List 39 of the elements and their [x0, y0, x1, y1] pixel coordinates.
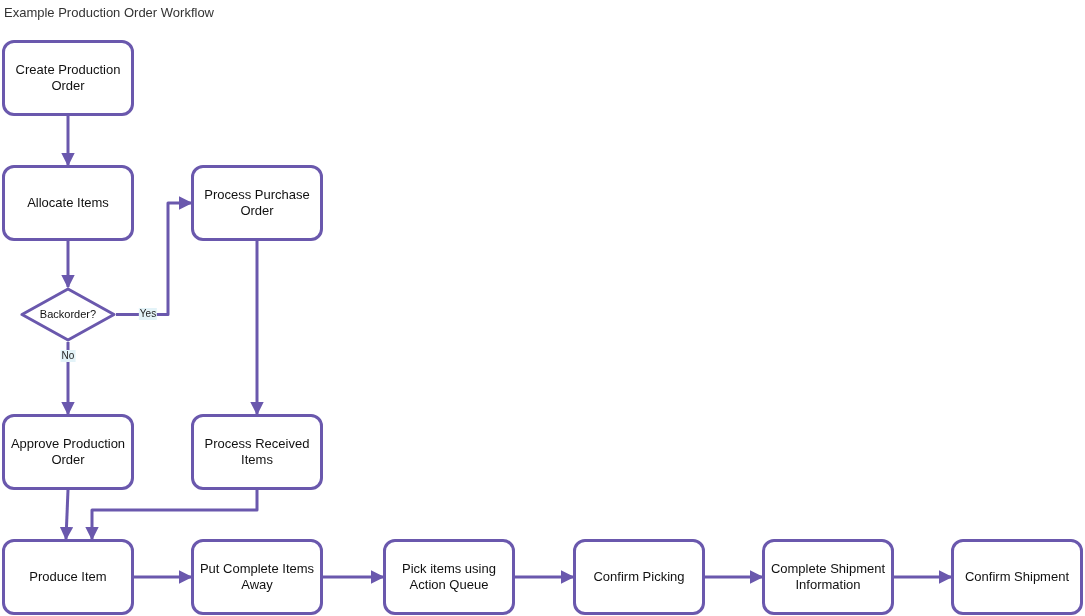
arrow	[515, 570, 575, 584]
node-label: Process Received Items	[203, 436, 311, 468]
arrow	[61, 116, 75, 167]
node-label: Complete Shipment Information	[769, 561, 887, 593]
node-label: Confirm Shipment	[964, 569, 1069, 585]
node-label: Allocate Items	[27, 195, 109, 211]
arrow	[59, 489, 74, 541]
process-box	[2, 165, 134, 241]
node-label: Produce Item	[29, 569, 107, 585]
edge-label: Yes	[138, 308, 158, 320]
arrow	[250, 241, 264, 416]
node-label: Create Production Order	[14, 62, 122, 94]
decision-diamond	[20, 287, 116, 342]
arrow	[705, 570, 764, 584]
node-label: Confirm Picking	[593, 569, 685, 585]
edge-label: No	[60, 350, 76, 362]
process-box	[2, 40, 134, 116]
arrow	[116, 196, 193, 316]
process-box	[191, 414, 323, 490]
process-box	[383, 539, 515, 615]
node-label: Process Purchase Order	[203, 187, 311, 219]
process-box	[191, 539, 323, 615]
arrow	[61, 342, 75, 416]
process-box	[191, 165, 323, 241]
process-box	[762, 539, 894, 615]
node-label: Pick items using Action Queue	[401, 561, 497, 593]
node-label: Backorder?	[39, 307, 97, 323]
arrow	[61, 241, 75, 289]
node-label: Put Complete Items Away	[198, 561, 316, 593]
arrow	[323, 570, 385, 584]
process-box	[573, 539, 705, 615]
arrow	[85, 490, 259, 541]
process-box	[2, 414, 134, 490]
process-box	[2, 539, 134, 615]
node-label: Approve Production Order	[9, 436, 127, 468]
arrow	[134, 570, 193, 584]
process-box	[951, 539, 1083, 615]
arrow	[894, 570, 953, 584]
diagram-title: Example Production Order Workflow	[4, 4, 214, 22]
